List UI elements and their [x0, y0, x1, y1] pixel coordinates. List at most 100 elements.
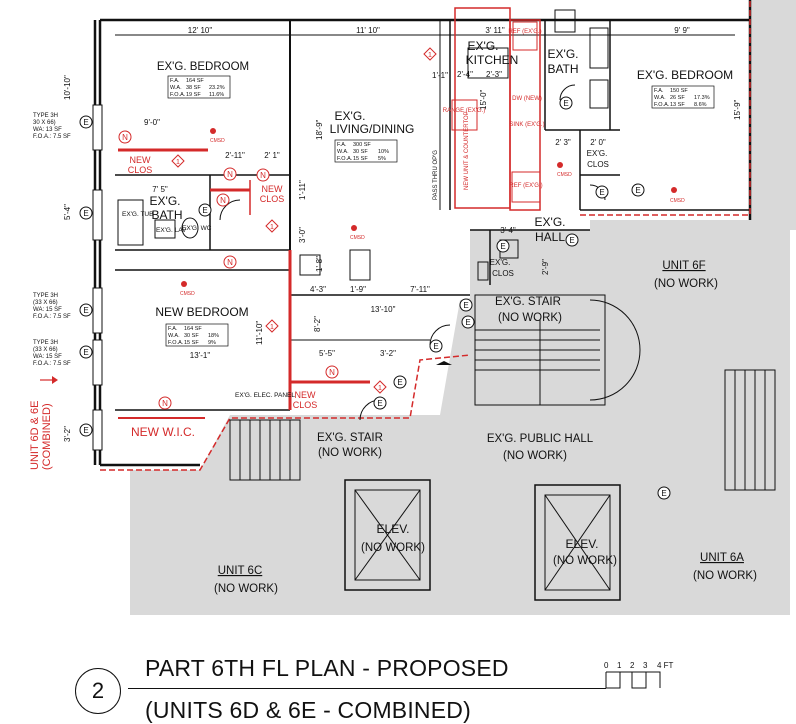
- label-kitchen-2: KITCHEN: [466, 53, 519, 67]
- svg-text:N: N: [227, 258, 233, 267]
- svg-text:E: E: [661, 489, 666, 498]
- stairs-left: [229, 419, 301, 481]
- svg-text:TYPE 3H: TYPE 3H: [33, 113, 58, 119]
- label-pass-thru: PASS THRU OP'G: [433, 150, 439, 200]
- svg-text:11' 10": 11' 10": [356, 26, 380, 35]
- svg-text:1'-11": 1'-11": [298, 180, 307, 200]
- room-labels: EX'G. BEDROOM EX'G. LIVING/DINING EX'G. …: [122, 39, 757, 595]
- svg-text:300 SF: 300 SF: [353, 142, 371, 148]
- label-new-bedroom: NEW BEDROOM: [155, 305, 248, 319]
- svg-text:17.3%: 17.3%: [694, 95, 710, 101]
- title-underline: [128, 688, 606, 689]
- label-stair-center: EX'G. STAIR: [495, 296, 561, 308]
- svg-text:N: N: [260, 171, 266, 180]
- svg-text:CMSD: CMSD: [557, 172, 572, 178]
- label-bedroom-ne: EX'G. BEDROOM: [637, 68, 733, 82]
- scale-tick-3: 3: [643, 661, 648, 670]
- label-bedroom-nw: EX'G. BEDROOM: [157, 61, 249, 73]
- label-unit-6a-2: (NO WORK): [693, 570, 757, 582]
- label-elec-panel: EX'G. ELEC. PANEL: [235, 392, 295, 399]
- svg-text:38 SF: 38 SF: [186, 85, 201, 91]
- svg-text:E: E: [635, 186, 640, 195]
- svg-text:2' 3": 2' 3": [555, 138, 571, 147]
- dimensions: 12' 10" 11' 10" 3' 11" 9' 9" 10'-10" 9'-…: [63, 26, 742, 442]
- e-tags: E E E E E E E E E E E E E E E E E: [79, 96, 671, 500]
- svg-text:150 SF: 150 SF: [670, 88, 688, 94]
- fixtures: [117, 9, 609, 281]
- svg-text:2' 0": 2' 0": [590, 138, 606, 147]
- revision-tags: 1 1 1 1 1: [171, 47, 437, 394]
- svg-text:164 SF: 164 SF: [186, 78, 204, 84]
- svg-text:9'-0": 9'-0": [144, 118, 160, 127]
- windows: [92, 104, 103, 451]
- svg-text:E: E: [377, 399, 382, 408]
- svg-text:F.A.: F.A.: [168, 326, 178, 332]
- svg-text:11.6%: 11.6%: [209, 92, 224, 98]
- svg-text:CMSD: CMSD: [350, 235, 365, 241]
- label-hall: EX'G.: [535, 215, 566, 229]
- elevator-2: [534, 484, 621, 601]
- n-tags: N N N N N N N: [118, 130, 339, 410]
- label-exg-tub: EX'G. TUB: [122, 211, 153, 218]
- unit-side-label: UNIT 6D & 6E (COMBINED): [29, 401, 53, 471]
- door-swings: [219, 84, 606, 421]
- svg-text:CMSD: CMSD: [670, 198, 685, 204]
- label-exg-clos-1: EX'G.: [490, 258, 511, 267]
- svg-text:13'-1": 13'-1": [190, 351, 211, 360]
- svg-text:(COMBINED): (COMBINED): [41, 403, 53, 470]
- svg-text:3'-0": 3'-0": [298, 227, 307, 243]
- label-stair-left-2: (NO WORK): [318, 447, 382, 459]
- stairs-center: [474, 294, 641, 406]
- svg-text:10%: 10%: [378, 149, 389, 155]
- svg-text:2'-3": 2'-3": [486, 70, 502, 79]
- scale-tick-4: 4 FT: [657, 661, 674, 670]
- svg-text:2' 1": 2' 1": [264, 151, 280, 160]
- svg-text:26 SF: 26 SF: [670, 95, 685, 101]
- table-bedroom-ne: F.A. 150 SF W.A. 26 SF 17.3% F.O.A. 13 S…: [651, 85, 715, 109]
- svg-text:F.O.A.: F.O.A.: [168, 340, 184, 346]
- svg-text:164 SF: 164 SF: [184, 326, 202, 332]
- label-exg-clos-1b: CLOS: [492, 269, 514, 278]
- svg-text:12' 10": 12' 10": [188, 26, 213, 35]
- section-arrow: [40, 361, 452, 384]
- label-new-clos-3b: CLOS: [293, 400, 318, 410]
- svg-text:30 X 66): 30 X 66): [33, 120, 56, 126]
- svg-text:F.O.A.: 7.5 SF: F.O.A.: 7.5 SF: [33, 134, 71, 140]
- floor-plan-drawing: EX'G. BEDROOM EX'G. LIVING/DINING EX'G. …: [29, 0, 796, 615]
- label-exg-clos-2b: CLOS: [587, 160, 609, 169]
- label-elev-1b: (NO WORK): [361, 542, 425, 554]
- svg-text:WA: 15 SF: WA: 15 SF: [33, 354, 62, 360]
- svg-text:F.O.A.: F.O.A.: [654, 102, 670, 108]
- label-new-clos-3: NEW: [295, 390, 317, 400]
- svg-text:E: E: [500, 242, 505, 251]
- svg-text:13 SF: 13 SF: [670, 102, 685, 108]
- svg-text:E: E: [83, 209, 88, 218]
- svg-text:30 SF: 30 SF: [353, 149, 368, 155]
- scale-tick-0: 0: [604, 661, 609, 670]
- svg-text:E: E: [83, 118, 88, 127]
- svg-text:E: E: [83, 306, 88, 315]
- svg-text:4'-3": 4'-3": [310, 285, 326, 294]
- svg-text:E: E: [463, 301, 468, 310]
- svg-text:1'-8": 1'-8": [315, 256, 324, 272]
- elevator-1: [344, 479, 431, 591]
- svg-text:2'-9": 2'-9": [541, 259, 550, 275]
- svg-text:3' 4": 3' 4": [500, 226, 516, 235]
- label-new-clos-1: NEW: [130, 155, 152, 165]
- svg-text:E: E: [599, 188, 604, 197]
- label-bath-w-2: BATH: [151, 208, 182, 222]
- scale-tick-2: 2: [630, 661, 635, 670]
- svg-text:W.A.: W.A.: [337, 149, 349, 155]
- svg-text:(33 X 66): (33 X 66): [33, 347, 58, 353]
- label-exg-wc: EX'G. WC: [182, 225, 212, 232]
- drawing-title-line2: (UNITS 6D & 6E - COMBINED): [145, 697, 471, 723]
- svg-text:5'-4": 5'-4": [63, 204, 72, 220]
- svg-text:30 SF: 30 SF: [184, 333, 199, 339]
- label-elev-1: ELEV.: [377, 522, 410, 536]
- label-living-2: LIVING/DINING: [330, 122, 415, 136]
- svg-text:2'-4": 2'-4": [457, 70, 473, 79]
- svg-text:3' 11": 3' 11": [485, 26, 505, 35]
- svg-text:WA: 13 SF: WA: 13 SF: [33, 127, 62, 133]
- svg-text:F.O.A.: 7.5 SF: F.O.A.: 7.5 SF: [33, 361, 71, 367]
- svg-text:W.A.: W.A.: [654, 95, 666, 101]
